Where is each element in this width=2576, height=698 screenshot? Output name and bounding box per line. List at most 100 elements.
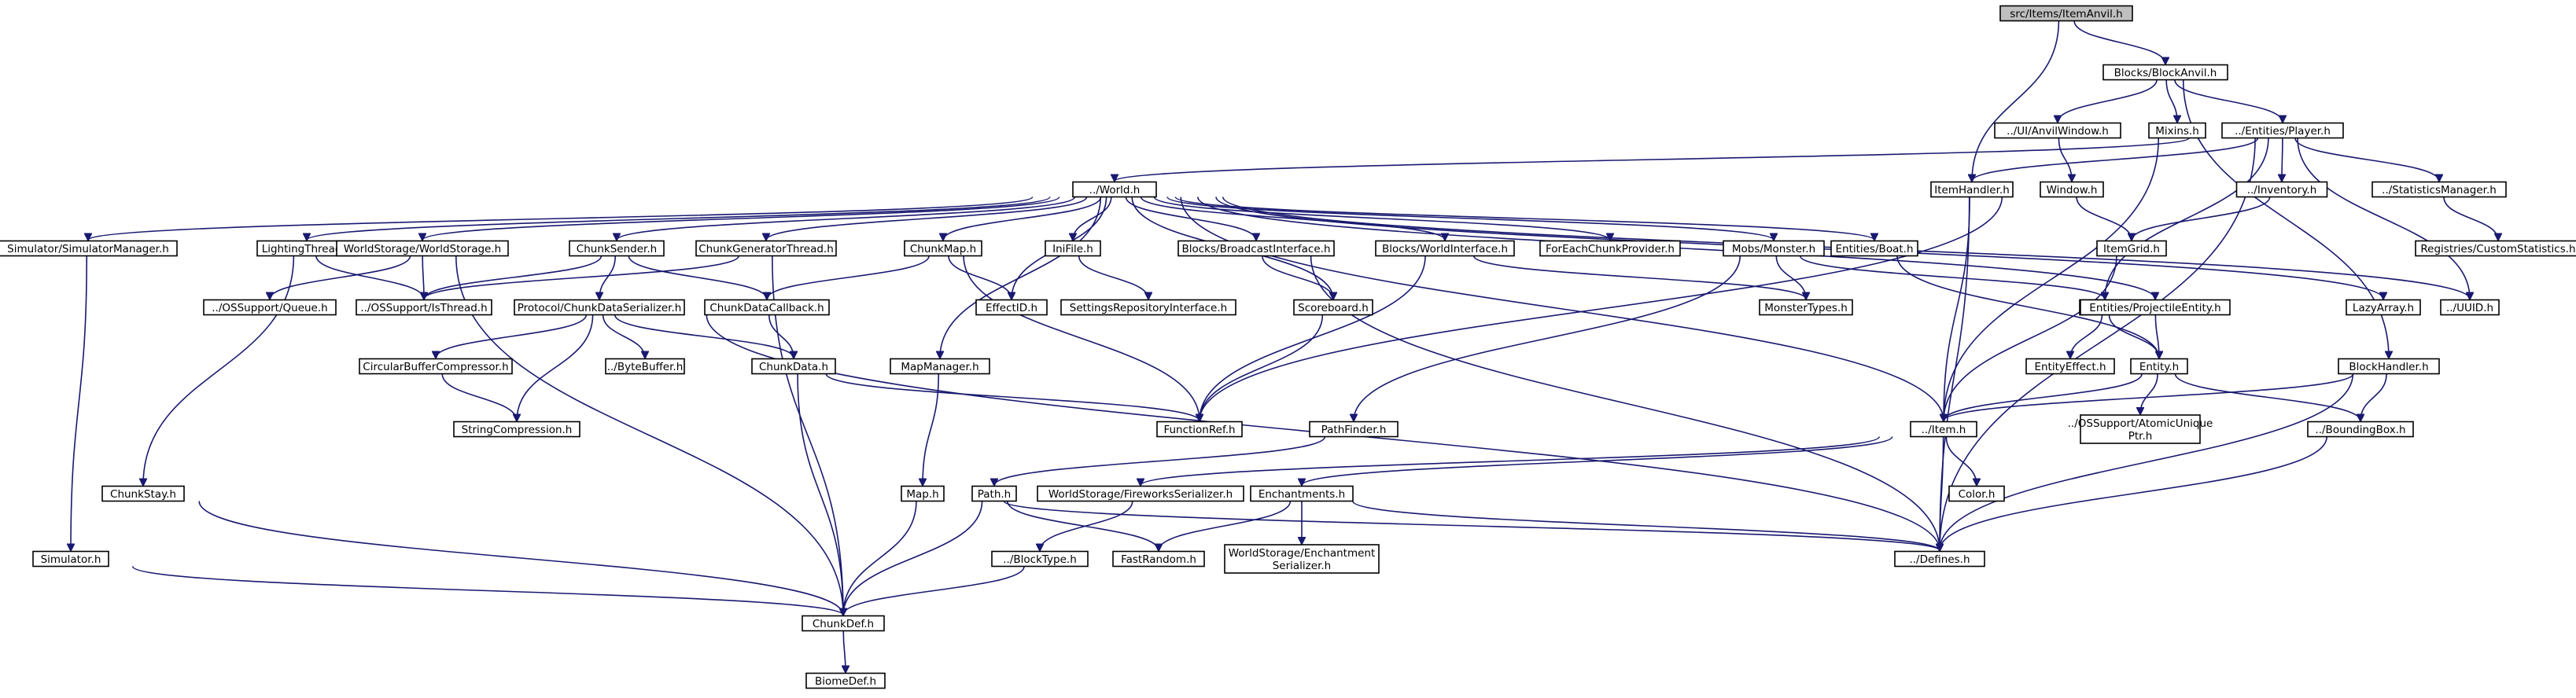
- edge-inifile-to-settingsrepo: [1078, 255, 1148, 299]
- node-inventory[interactable]: ../Inventory.h: [2235, 181, 2328, 198]
- node-itemhandler[interactable]: ItemHandler.h: [1930, 181, 2014, 198]
- node-box: [1112, 550, 1205, 568]
- node-box: [1539, 240, 1681, 257]
- node-queue[interactable]: ../OSSupport/Queue.h: [203, 299, 337, 316]
- node-monster[interactable]: Mobs/Monster.h: [1723, 240, 1825, 257]
- node-chunkgen[interactable]: ChunkGeneratorThread.h: [695, 240, 837, 257]
- node-defines[interactable]: ../Defines.h: [1894, 550, 1985, 568]
- node-chunkstay[interactable]: ChunkStay.h: [101, 485, 185, 502]
- node-label: Color.h: [1959, 488, 1996, 501]
- node-world[interactable]: ../World.h: [1072, 181, 1157, 198]
- node-fireworks[interactable]: WorldStorage/FireworksSerializer.h: [1037, 485, 1244, 502]
- node-anvilwindow[interactable]: ../UI/AnvilWindow.h: [1994, 122, 2121, 139]
- node-funcref[interactable]: FunctionRef.h: [1156, 421, 1243, 438]
- node-mapmgr[interactable]: MapManager.h: [890, 358, 990, 375]
- node-label: Scoreboard.h: [1298, 302, 1369, 314]
- node-itemgrid[interactable]: ItemGrid.h: [2096, 240, 2167, 257]
- node-fastrandom[interactable]: FastRandom.h: [1112, 550, 1205, 568]
- node-chunkdata[interactable]: ChunkData.h: [751, 358, 836, 375]
- node-chunkdef[interactable]: ChunkDef.h: [802, 615, 885, 632]
- node-projectile[interactable]: Entities/ProjectileEntity.h: [2080, 299, 2231, 316]
- node-box: [1309, 421, 1399, 438]
- node-label: ChunkData.h: [759, 361, 828, 373]
- node-isthread[interactable]: ../OSSupport/IsThread.h: [356, 299, 492, 316]
- edge-monster-to-pawn: [1799, 255, 2105, 299]
- edge-itemhandler-to-defines: [1940, 197, 1970, 551]
- node-player[interactable]: ../Entities/Player.h: [2221, 122, 2344, 139]
- node-box: [2130, 358, 2188, 375]
- node-broadcast[interactable]: Blocks/BroadcastInterface.h: [1177, 240, 1335, 257]
- edge-enchant-to-defines: [1352, 500, 1940, 551]
- edge-blockanvil-to-mixins: [2165, 79, 2177, 123]
- node-box: [1930, 181, 2014, 198]
- node-box: [1723, 240, 1825, 257]
- edge-chunkser-to-chunkdata: [614, 314, 794, 358]
- dependency-edges: [71, 20, 2498, 673]
- edge-statsmgr-to-customstats: [2443, 197, 2498, 241]
- edge-blockhandler-to-bbox: [2360, 373, 2387, 421]
- node-scoreboard[interactable]: Scoreboard.h: [1293, 299, 1373, 316]
- node-foreachchunk[interactable]: ForEachChunkProvider.h: [1539, 240, 1681, 257]
- node-monstertypes[interactable]: MonsterTypes.h: [1759, 299, 1853, 316]
- node-label: ../Defines.h: [1909, 553, 1970, 566]
- node-settingsrepo[interactable]: SettingsRepositoryInterface.h: [1060, 299, 1236, 316]
- node-label: Ptr.h: [2128, 430, 2153, 443]
- node-box: [890, 358, 990, 375]
- node-item[interactable]: ../Item.h: [1910, 421, 1977, 438]
- node-entity[interactable]: Entity.h: [2130, 358, 2188, 375]
- node-box: [2080, 299, 2231, 316]
- node-customstats[interactable]: Registries/CustomStatistics.h: [2415, 240, 2576, 257]
- node-box: [1045, 240, 1101, 257]
- node-simulator[interactable]: Simulator.h: [32, 550, 109, 568]
- edge-monster-to-monstertypes: [1775, 255, 1806, 299]
- node-uuid[interactable]: ../UUID.h: [2440, 299, 2500, 316]
- node-bbox[interactable]: ../BoundingBox.h: [2307, 421, 2414, 438]
- edge-wsstorage-to-queue: [270, 255, 411, 299]
- node-pathfinder[interactable]: PathFinder.h: [1309, 421, 1399, 438]
- node-label: Protocol/ChunkDataSerializer.h: [518, 302, 682, 314]
- node-color[interactable]: Color.h: [1948, 485, 2005, 502]
- node-box: [2221, 122, 2344, 139]
- node-lazyarray[interactable]: LazyArray.h: [2346, 299, 2421, 316]
- node-circbuf[interactable]: CircularBufferCompressor.h: [359, 358, 513, 375]
- node-blockanvil[interactable]: Blocks/BlockAnvil.h: [2102, 64, 2228, 81]
- edge-world-to-chunksender: [617, 196, 1076, 241]
- node-label: Path.h: [978, 488, 1012, 501]
- node-lightthread[interactable]: LightingThread.h: [256, 240, 357, 257]
- node-strcomp[interactable]: StringCompression.h: [453, 421, 580, 438]
- node-label: Simulator.h: [41, 553, 101, 566]
- node-blocktype[interactable]: ../BlockType.h: [991, 550, 1089, 568]
- node-window[interactable]: Window.h: [2040, 181, 2104, 198]
- node-blockhandler[interactable]: BlockHandler.h: [2338, 358, 2440, 375]
- node-path[interactable]: Path.h: [971, 485, 1017, 502]
- node-chunkcb[interactable]: ChunkDataCallback.h: [704, 299, 830, 316]
- node-effectid[interactable]: EffectID.h: [975, 299, 1048, 316]
- node-statsmgr[interactable]: ../StatisticsManager.h: [2371, 181, 2507, 198]
- node-label: ../Item.h: [1922, 424, 1966, 436]
- node-wsstorage[interactable]: WorldStorage/WorldStorage.h: [336, 240, 509, 257]
- node-worldiface[interactable]: Blocks/WorldInterface.h: [1375, 240, 1515, 257]
- edge-world-to-inifile: [1073, 197, 1112, 241]
- edge-item-to-color: [1945, 436, 1977, 486]
- edge-simmgr-to-simulator: [71, 255, 88, 551]
- node-box: [2040, 181, 2104, 198]
- node-map[interactable]: Map.h: [901, 485, 945, 502]
- node-bytebuf[interactable]: ../ByteBuffer.h: [605, 358, 685, 375]
- node-enchant[interactable]: Enchantments.h: [1250, 485, 1354, 502]
- node-chunkmap[interactable]: ChunkMap.h: [904, 240, 982, 257]
- node-simmgr[interactable]: Simulator/SimulatorManager.h: [0, 240, 178, 257]
- node-inifile[interactable]: IniFile.h: [1045, 240, 1101, 257]
- node-chunkser[interactable]: Protocol/ChunkDataSerializer.h: [514, 299, 685, 316]
- edge-blocktype-to-chunkdef: [843, 566, 1025, 615]
- node-chunksender[interactable]: ChunkSender.h: [569, 240, 665, 257]
- node-label: ChunkSender.h: [577, 243, 657, 255]
- node-effect[interactable]: EntityEffect.h: [2025, 358, 2115, 375]
- edge-world-to-mapmgr: [940, 197, 1102, 358]
- edge-window-to-itemgrid: [2076, 197, 2132, 241]
- node-mixins[interactable]: Mixins.h: [2148, 122, 2206, 139]
- node-box: [203, 299, 337, 316]
- node-boat[interactable]: Entities/Boat.h: [1830, 240, 1918, 257]
- node-biomedef[interactable]: BiomeDef.h: [805, 672, 886, 689]
